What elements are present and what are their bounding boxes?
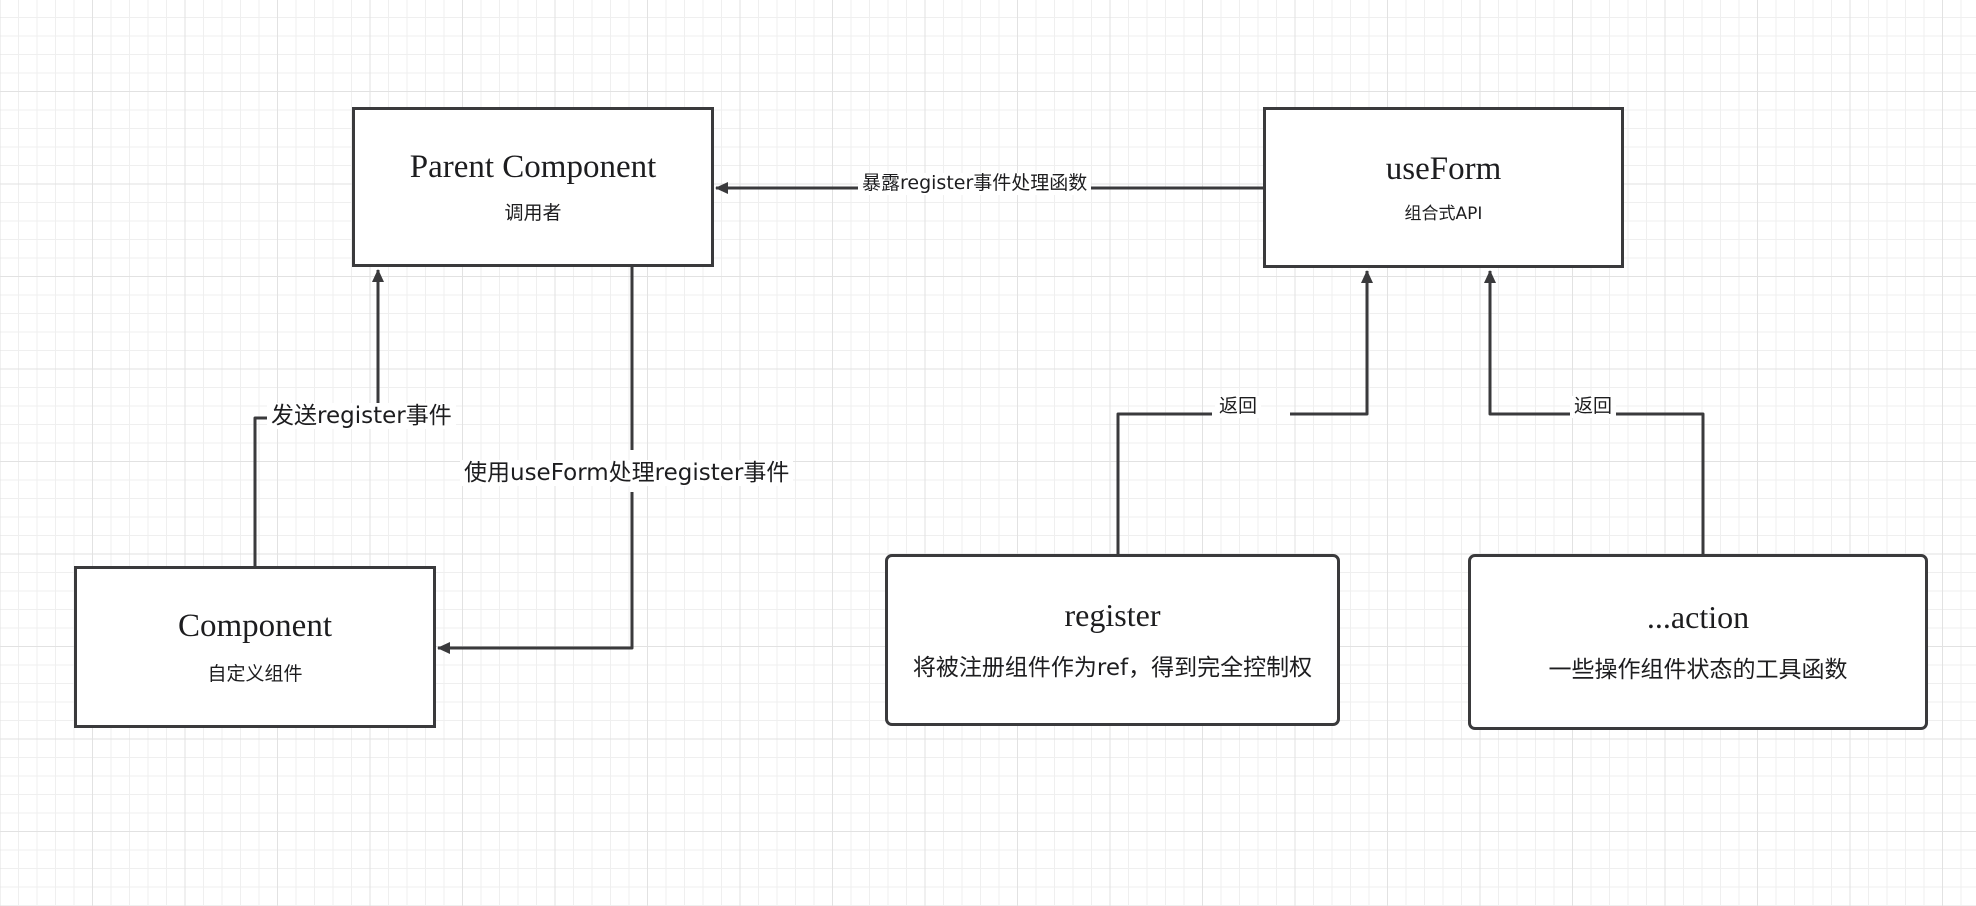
node-parent-component-title: Parent Component	[409, 148, 657, 185]
node-register-subtitle: 将被注册组件作为ref，得到完全控制权	[912, 654, 1313, 681]
node-action-subtitle: 一些操作组件状态的工具函数	[1548, 656, 1848, 683]
node-component[interactable]: Component 自定义组件	[74, 566, 436, 728]
node-parent-component-subtitle: 调用者	[504, 202, 562, 225]
node-use-form-title: useForm	[1385, 150, 1502, 187]
edge-label-send-register: 发送register事件	[267, 403, 456, 430]
node-component-subtitle: 自定义组件	[207, 662, 303, 685]
node-use-form-subtitle: 组合式API	[1404, 203, 1483, 224]
node-action-title: ...action	[1646, 598, 1750, 635]
edge-label-expose-register: 暴露register事件处理函数	[858, 172, 1092, 195]
node-component-title: Component	[178, 608, 332, 645]
node-use-form[interactable]: useForm 组合式API	[1263, 107, 1624, 268]
node-parent-component[interactable]: Parent Component 调用者	[352, 107, 714, 267]
node-register[interactable]: register 将被注册组件作为ref，得到完全控制权	[885, 554, 1340, 726]
node-action[interactable]: ...action 一些操作组件状态的工具函数	[1468, 554, 1928, 730]
node-register-title: register	[1064, 596, 1161, 633]
edge-label-use-useform: 使用useForm处理register事件	[460, 460, 794, 487]
edge-label-return-action: 返回	[1570, 395, 1617, 418]
edge-use-useform	[437, 267, 634, 654]
edge-label-return-register: 返回	[1215, 395, 1262, 418]
